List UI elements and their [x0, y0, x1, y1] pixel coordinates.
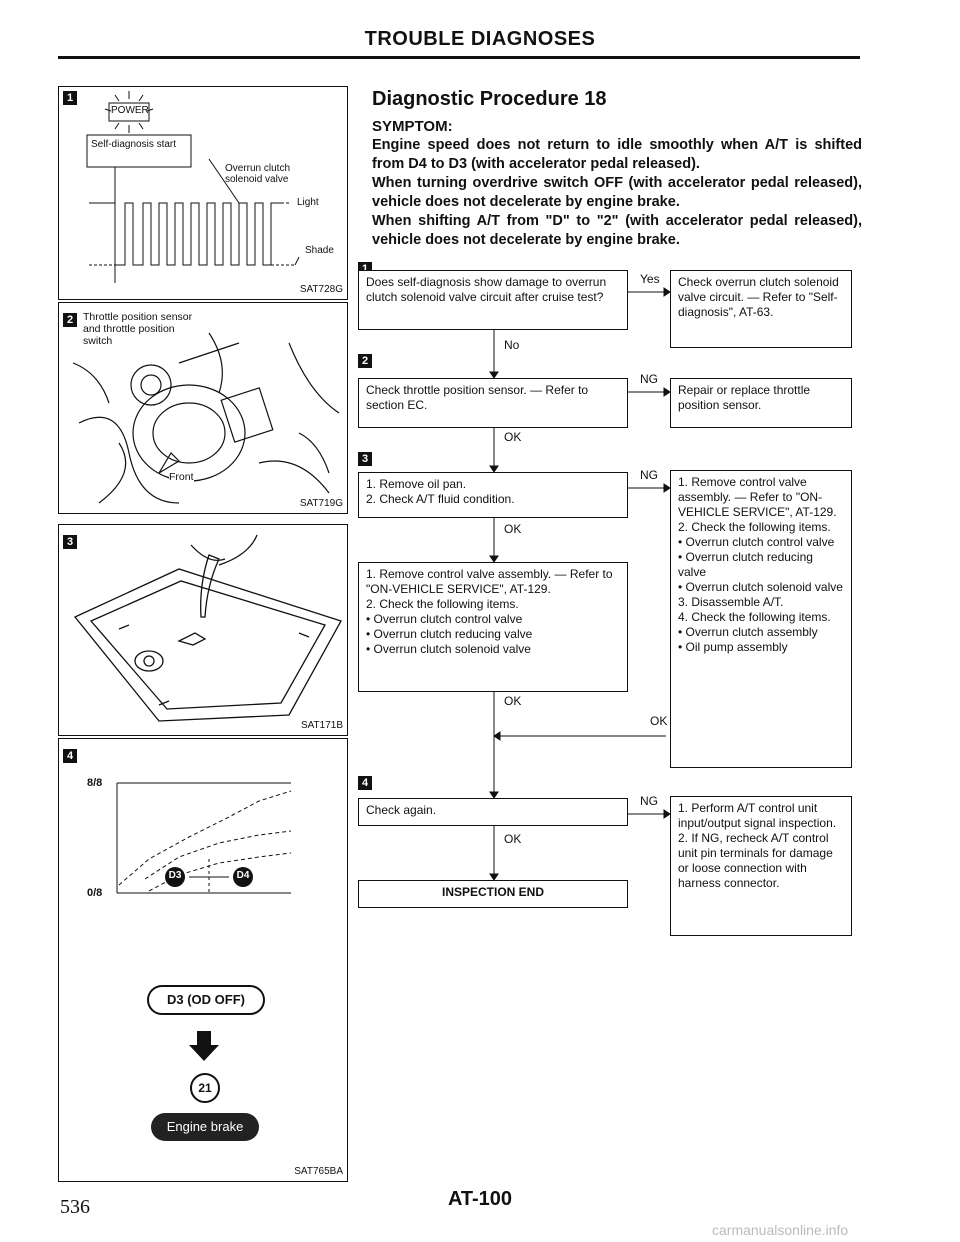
figure-1-id: SAT728G	[299, 284, 343, 295]
od-off-mode-label: D3 (OD OFF)	[147, 985, 265, 1015]
second-gear-label: 21	[190, 1073, 220, 1103]
inspection-end-text: INSPECTION END	[441, 885, 544, 899]
step-2-tag: 2	[358, 354, 372, 368]
step-2-box: Check throttle position sensor. — Refer …	[358, 378, 628, 428]
figure-4: 4 8/8 0/8 D3 D4 D3 (OD OFF) 21 Engine br…	[58, 738, 348, 1182]
figure-1-tag: 1	[63, 91, 77, 105]
page-number-left: 536	[60, 1196, 90, 1218]
step-3b-down-label: OK	[504, 694, 522, 708]
step-4-box: Check again.	[358, 798, 628, 826]
step-3-result-text: 1. Remove control valve assembly. — Refe…	[678, 475, 843, 654]
self-diagnosis-label: Self-diagnosis start	[91, 139, 177, 150]
step-4-result-text: 1. Perform A/T control unit input/output…	[678, 801, 837, 890]
step-2-down-label: OK	[504, 430, 522, 444]
figure-4-tag: 4	[63, 749, 77, 763]
inspection-end-box: INSPECTION END	[358, 880, 628, 908]
step-1-text: Does self-diagnosis show damage to overr…	[366, 275, 607, 304]
step-3b-box: 1. Remove control valve assembly. — Refe…	[358, 562, 628, 692]
procedure-title: Diagnostic Procedure 18	[372, 88, 607, 110]
gear-a-label: D3	[168, 870, 182, 881]
step-1-box: Does self-diagnosis show damage to overr…	[358, 270, 628, 330]
figure-2: 2 Throttle position sensor and throttle …	[58, 302, 348, 514]
step-1-result-text: Check overrun clutch solenoid valve circ…	[678, 275, 839, 319]
page-number-center: AT-100	[447, 1188, 513, 1210]
step-1-down-label: No	[504, 338, 520, 352]
step-3-down-label: OK	[504, 522, 522, 536]
step-1-side-label: Yes	[640, 272, 660, 286]
self-diagnosis-waveform	[86, 91, 300, 283]
step-2-result-box: Repair or replace throttle position sens…	[670, 378, 852, 428]
step-4-tag: 4	[358, 776, 372, 790]
engine-brake-label: Engine brake	[151, 1113, 259, 1141]
figure-3-tag: 3	[63, 535, 77, 549]
symptom-line-1: Engine speed does not return to idle smo…	[372, 137, 862, 172]
step-3-text: 1. Remove oil pan. 2. Check A/T fluid co…	[366, 477, 515, 506]
symptom-label: SYMPTOM:	[372, 118, 453, 135]
oil-pan-drawing	[73, 534, 342, 722]
step-4-text: Check again.	[366, 803, 437, 817]
step-4-down-label: OK	[504, 832, 522, 846]
step-4-side-label: NG	[640, 794, 658, 808]
header-rule	[58, 56, 860, 59]
y-top-label: 8/8	[87, 777, 103, 789]
figure-1: 1 POWER Self-diagnosis start Overrun clu…	[58, 86, 348, 300]
step-2-result-text: Repair or replace throttle position sens…	[678, 383, 811, 412]
symptom-line-3: When shifting A/T from "D" to "2" (with …	[372, 213, 862, 248]
symptom-line-2: When turning overdrive switch OFF (with …	[372, 175, 862, 210]
step-3-box: 1. Remove oil pan. 2. Check A/T fluid co…	[358, 472, 628, 518]
overrun-valve-label: Overrun clutch solenoid valve	[225, 163, 291, 185]
power-label: POWER	[111, 105, 149, 116]
step-3-return-label: OK	[650, 714, 668, 728]
symptom-text: Engine speed does not return to idle smo…	[372, 136, 862, 250]
step-2-text: Check throttle position sensor. — Refer …	[366, 383, 589, 412]
figure-2-tag: 2	[63, 313, 77, 327]
watermark: carmanualsonline.info	[712, 1222, 849, 1238]
front-label: Front	[169, 471, 194, 483]
figure-3-id: SAT171B	[300, 720, 343, 731]
throttle-opening-graph	[116, 782, 292, 894]
figure-3: 3 SAT171B	[58, 524, 348, 736]
throttle-body-drawing	[72, 332, 340, 504]
step-1-result-box: Check overrun clutch solenoid valve circ…	[670, 270, 852, 348]
step-3-tag: 3	[358, 452, 372, 466]
figure-4-id: SAT765BA	[294, 1166, 343, 1177]
step-3b-text: 1. Remove control valve assembly. — Refe…	[366, 567, 613, 656]
page-header: TROUBLE DIAGNOSES	[364, 28, 596, 50]
light-label: Light	[297, 197, 319, 208]
y-bottom-label: 0/8	[87, 887, 103, 899]
step-3-result-box: 1. Remove control valve assembly. — Refe…	[670, 470, 852, 768]
arrow-down-icon	[189, 1031, 219, 1061]
shade-label: Shade	[305, 245, 334, 256]
figure-2-id: SAT719G	[299, 498, 343, 509]
throttle-sensor-label: Throttle position sensor and throttle po…	[83, 311, 195, 347]
gear-b-label: D4	[236, 870, 250, 881]
step-2-side-label: NG	[640, 372, 658, 386]
step-3-side-label: NG	[640, 468, 658, 482]
step-4-result-box: 1. Perform A/T control unit input/output…	[670, 796, 852, 936]
